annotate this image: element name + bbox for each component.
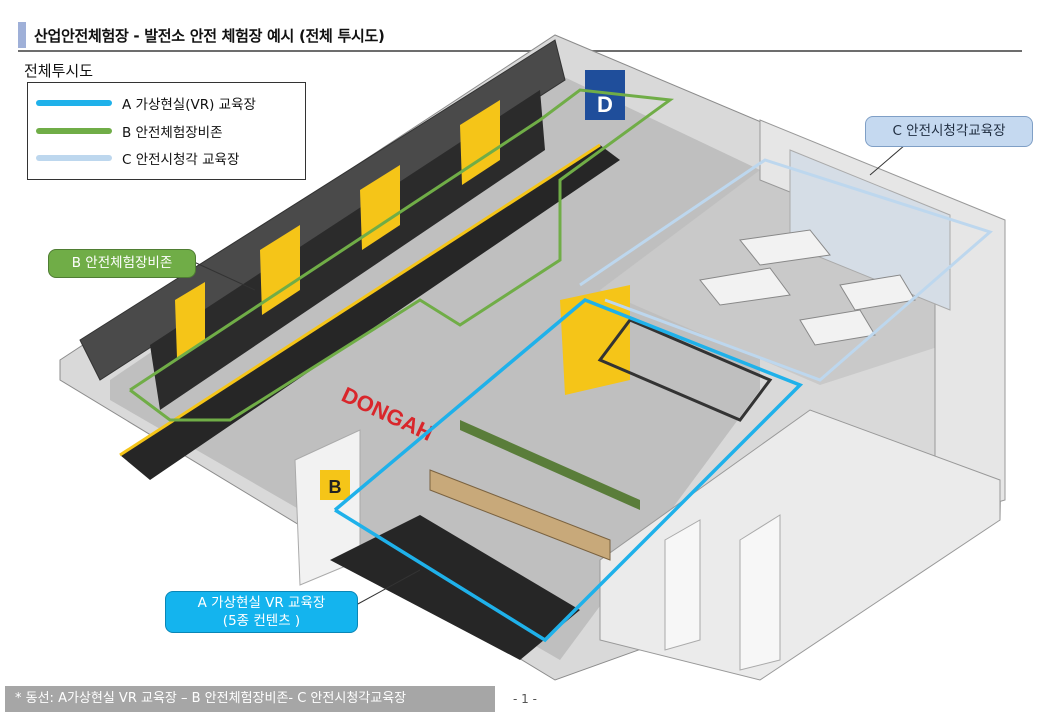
wall-yellow-3	[460, 100, 500, 185]
page-number: - 1 -	[513, 692, 537, 706]
legend-label-a: A 가상현실(VR) 교육장	[122, 97, 256, 113]
b-sign-letter: B	[329, 477, 342, 497]
b-sign	[320, 470, 350, 500]
lounge-planter	[460, 420, 640, 510]
legend-swatch-a	[36, 100, 112, 106]
legend-item-a: A 가상현실(VR) 교육장	[36, 91, 298, 113]
main-floor	[110, 75, 760, 660]
d-sign-letter: D	[597, 92, 613, 117]
table-2	[699, 267, 791, 306]
vr-frame	[597, 318, 773, 422]
windows	[789, 149, 951, 311]
lounge-sofa	[429, 469, 611, 561]
table-3	[839, 274, 916, 311]
wall-yellow-2	[360, 165, 400, 250]
callout-c-leader	[869, 144, 906, 176]
equipment-track	[120, 145, 620, 480]
page-title: 산업안전체험장 - 발전소 안전 체험장 예시 (전체 투시도)	[34, 27, 385, 45]
callout-zone-a-subtitle: (5종 컨텐츠 )	[222, 613, 301, 629]
legend-swatch-c	[36, 155, 112, 161]
legend-item-b: B 안전체험장비존	[36, 119, 298, 141]
callout-b-leader	[193, 261, 256, 291]
callout-zone-b: B 안전체험장비존	[48, 249, 196, 278]
title-accent-bar	[18, 22, 26, 48]
footer-note: * 동선: A가상현실 VR 교육장 – B 안전체험장비존- C 안전시청각교…	[5, 686, 495, 712]
callout-zone-c-label: C 안전시청각교육장	[892, 123, 1006, 139]
legend-label-c: C 안전시청각 교육장	[122, 152, 240, 168]
callout-zone-c: C 안전시청각교육장	[865, 116, 1033, 147]
wall-yellow-1	[260, 225, 300, 315]
legend-label-b: B 안전체험장비존	[122, 125, 223, 141]
legend-item-c: C 안전시청각 교육장	[36, 146, 298, 168]
zone-a-outline	[333, 297, 804, 643]
callout-a-leader	[355, 569, 421, 606]
overview-label: 전체투시도	[24, 62, 94, 80]
legend-swatch-b	[36, 128, 112, 134]
zone-c-outline	[579, 158, 993, 382]
wall-yellow-4	[175, 282, 205, 358]
zone-b-outline	[129, 88, 675, 422]
callout-zone-a-title: A 가상현실 VR 교육장	[197, 595, 326, 611]
equipment-panels	[150, 90, 545, 410]
room-divider-1	[664, 519, 701, 651]
callout-zone-b-label: B 안전체험장비존	[71, 255, 173, 271]
room-divider-2	[739, 514, 781, 671]
table-1	[739, 229, 831, 266]
callout-zone-a: A 가상현실 VR 교육장 (5종 컨텐츠 )	[165, 591, 358, 633]
title-divider	[18, 50, 1022, 52]
legend: A 가상현실(VR) 교육장 B 안전체험장비존 C 안전시청각 교육장	[27, 82, 306, 180]
title-bar: 산업안전체험장 - 발전소 안전 체험장 예시 (전체 투시도)	[18, 20, 1022, 52]
table-4	[799, 309, 876, 346]
vr-yellow-wall	[560, 285, 630, 395]
